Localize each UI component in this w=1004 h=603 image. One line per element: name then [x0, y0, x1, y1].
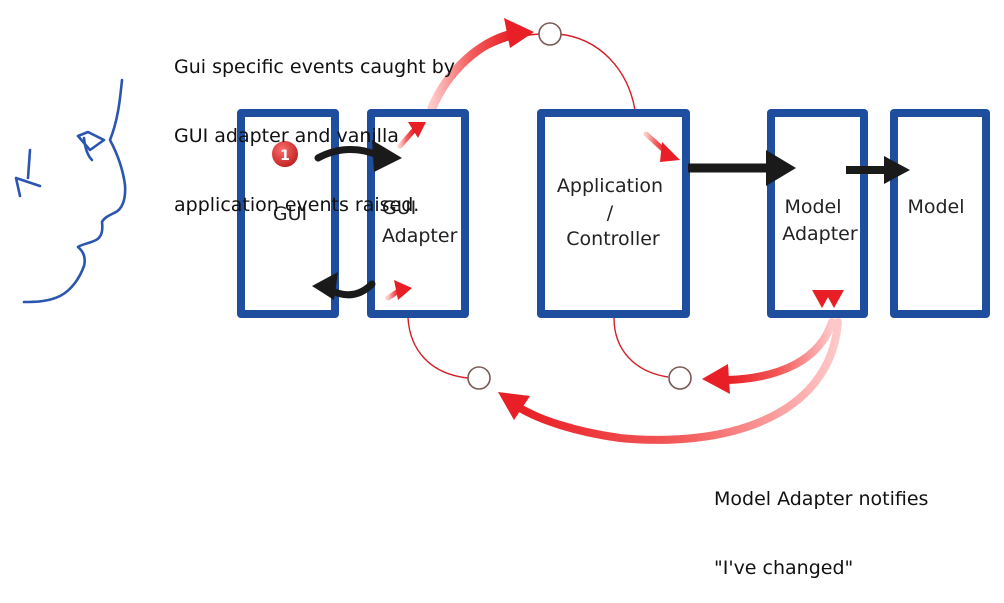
application-label: Application / Controller	[557, 175, 669, 250]
bottom-annotation-line: "I've changed"	[714, 557, 854, 579]
top-red-arrowhead	[504, 18, 534, 48]
bus-node-icon	[668, 366, 692, 390]
model-box	[890, 109, 990, 318]
bus-nodes	[467, 22, 692, 390]
bottom-annotation: Model Adapter notifies "I've changed"	[714, 442, 928, 603]
top-annotation: Gui specific events caught by GUI adapte…	[174, 10, 455, 240]
top-annotation-line: application events raised.	[174, 194, 420, 216]
top-annotation-line: GUI adapter and vanilla	[174, 125, 399, 147]
model-adapter-label: Model Adapter	[782, 196, 858, 245]
component-boxes	[237, 109, 990, 318]
gui-adapter-label: GUI Adapter	[382, 197, 458, 247]
bus-node-icon	[538, 22, 562, 46]
notify-arrowhead-gui-adapter	[498, 392, 530, 420]
bottom-annotation-line: Model Adapter notifies	[714, 488, 929, 510]
notify-arrow-application	[724, 318, 836, 384]
model-adapter-to-model-arrowhead	[884, 156, 910, 184]
small-red-arrows	[385, 122, 844, 308]
notify-arrow-gui-adapter	[516, 318, 842, 444]
step-badge-number: 1	[280, 148, 290, 164]
step-badge: 1	[270, 139, 300, 169]
gui-to-adapter-arrowhead	[372, 140, 402, 172]
dark-arrows	[312, 140, 910, 300]
bus-node-icon	[467, 366, 491, 390]
top-annotation-line: Gui specific events caught by	[174, 56, 455, 78]
face-profile-icon	[14, 78, 127, 304]
notify-arrows	[427, 18, 842, 444]
gui-label: GUI	[273, 203, 307, 225]
gui-adapter-box	[367, 109, 469, 318]
model-label: Model	[907, 196, 964, 218]
model-adapter-box	[767, 109, 868, 318]
notify-arrowhead-application	[702, 364, 730, 394]
adapter-to-gui-arrowhead	[312, 272, 338, 300]
architecture-diagram: GUI GUI Adapter Application / Controller…	[14, 18, 990, 444]
top-red-arrow	[427, 29, 517, 113]
app-to-model-adapter-arrowhead	[766, 150, 796, 186]
